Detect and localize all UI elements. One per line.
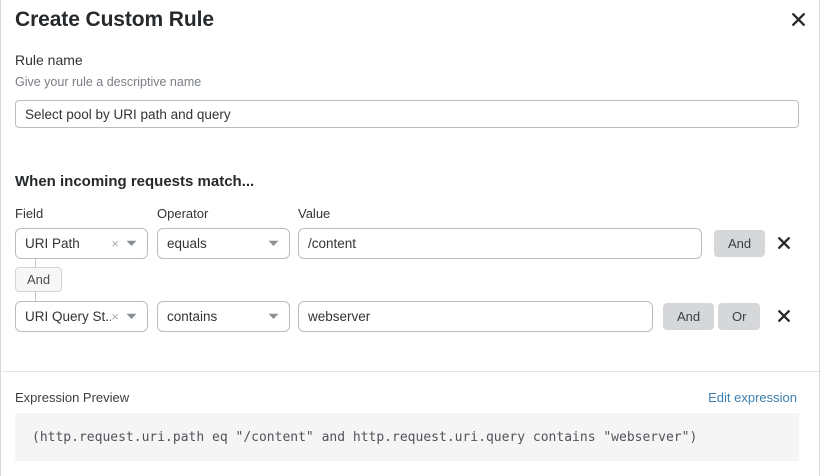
row-1-and-button[interactable]: And	[714, 230, 766, 257]
connector-line-top	[35, 259, 36, 268]
operator-select-2-label: contains	[167, 309, 218, 324]
value-input-1[interactable]	[298, 228, 702, 259]
field-select-2-clear-icon[interactable]: ×	[111, 308, 119, 324]
close-icon	[778, 310, 790, 322]
dialog-title: Create Custom Rule	[15, 8, 214, 31]
row-2-remove-button[interactable]	[772, 304, 796, 328]
chevron-down-icon[interactable]	[126, 240, 147, 247]
rule-name-input[interactable]	[15, 100, 799, 128]
expression-preview-code: (http.request.uri.path eq "/content" and…	[15, 413, 799, 461]
row-2-or-button[interactable]: Or	[718, 303, 761, 330]
rule-name-hint: Give your rule a descriptive name	[15, 75, 202, 89]
field-select-1[interactable]: URI Path ×	[15, 228, 148, 259]
conditions-heading: When incoming requests match...	[15, 173, 255, 190]
operator-select-1-label: equals	[167, 236, 207, 251]
rule-name-label: Rule name	[15, 52, 83, 68]
column-header-operator: Operator	[157, 206, 209, 221]
connector-line-bottom	[35, 291, 36, 301]
field-select-1-clear-icon[interactable]: ×	[111, 235, 119, 251]
row-2-and-button[interactable]: And	[663, 303, 715, 330]
close-icon	[778, 237, 790, 249]
edit-expression-link[interactable]: Edit expression	[708, 390, 797, 405]
row-1-remove-button[interactable]	[772, 231, 796, 255]
column-header-value: Value	[298, 206, 331, 221]
chevron-down-icon[interactable]	[126, 313, 147, 320]
operator-select-2[interactable]: contains	[157, 301, 290, 332]
field-select-2-label: URI Query St...	[25, 309, 112, 324]
expression-preview-label: Expression Preview	[15, 390, 130, 405]
column-header-field: Field	[15, 206, 44, 221]
group-connector-and[interactable]: And	[15, 267, 63, 292]
field-select-1-label: URI Path	[25, 236, 80, 251]
chevron-down-icon[interactable]	[268, 313, 289, 320]
close-icon	[791, 12, 805, 26]
field-select-2[interactable]: URI Query St... ×	[15, 301, 148, 332]
section-divider	[1, 371, 819, 372]
close-dialog-button[interactable]	[785, 6, 811, 32]
value-input-2[interactable]	[298, 301, 653, 332]
operator-select-1[interactable]: equals	[157, 228, 290, 259]
chevron-down-icon[interactable]	[268, 240, 289, 247]
